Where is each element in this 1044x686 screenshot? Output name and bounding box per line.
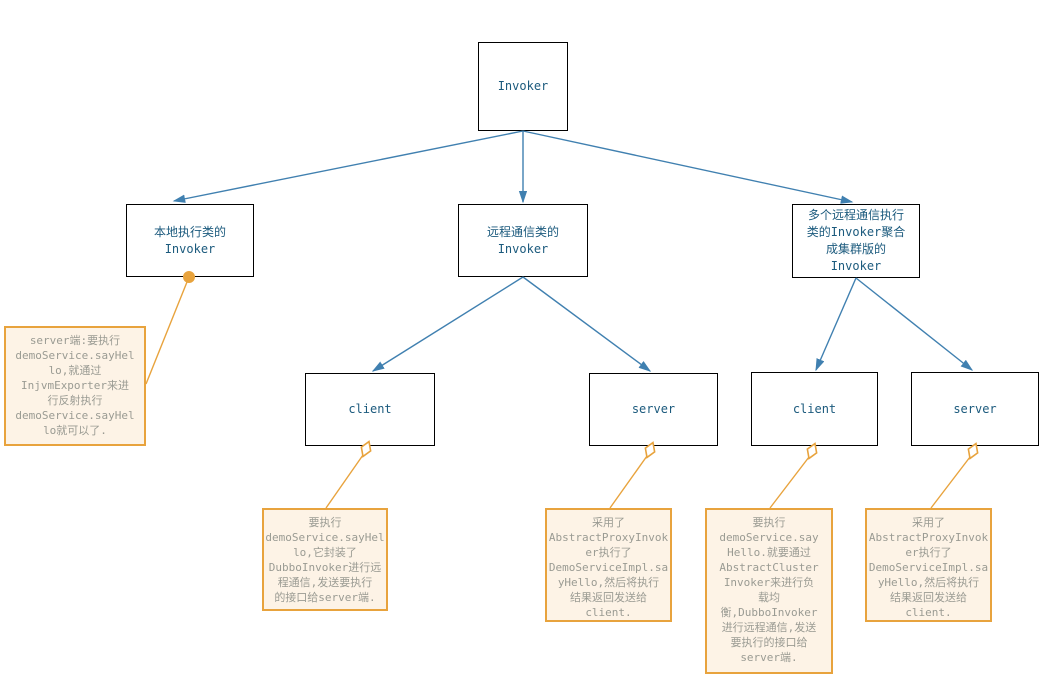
edge-cluster-to-client [815,277,857,372]
note-client-remote: 要执行 demoService.sayHel lo,它封装了 DubboInvo… [262,508,388,611]
edge-remote-to-client [371,276,524,372]
node-cluster-invoker: 多个远程通信执行 类的Invoker聚合 成集群版的 Invoker [792,204,920,278]
node-remote-invoker: 远程通信类的 Invoker [458,204,588,277]
edge-cluster-to-server [855,277,974,371]
note-connector-local [145,271,195,385]
note-server-remote: 采用了 AbstractProxyInvok er执行了 DemoService… [545,508,672,622]
node-client-remote: client [305,373,435,446]
node-client-cluster: client [751,372,878,446]
edge-remote-to-server [522,276,652,372]
edge-invoker-to-cluster [522,130,854,204]
node-server-remote: server [589,373,718,446]
node-server-cluster: server [911,372,1039,446]
edge-invoker-to-local [172,130,524,203]
note-connector-client-remote [325,440,372,509]
note-connector-server-remote [609,441,656,509]
note-connector-server-cluster [930,442,979,509]
note-client-cluster: 要执行 demoService.say Hello.就要通过 AbstractC… [705,508,833,674]
note-server-cluster: 采用了 AbstractProxyInvok er执行了 DemoService… [865,508,992,622]
node-local-invoker: 本地执行类的 Invoker [126,204,254,277]
note-local-invoker: server端:要执行 demoService.sayHel lo,就通过 In… [4,326,146,446]
note-connector-client-cluster [769,442,818,509]
node-invoker: Invoker [478,42,568,131]
